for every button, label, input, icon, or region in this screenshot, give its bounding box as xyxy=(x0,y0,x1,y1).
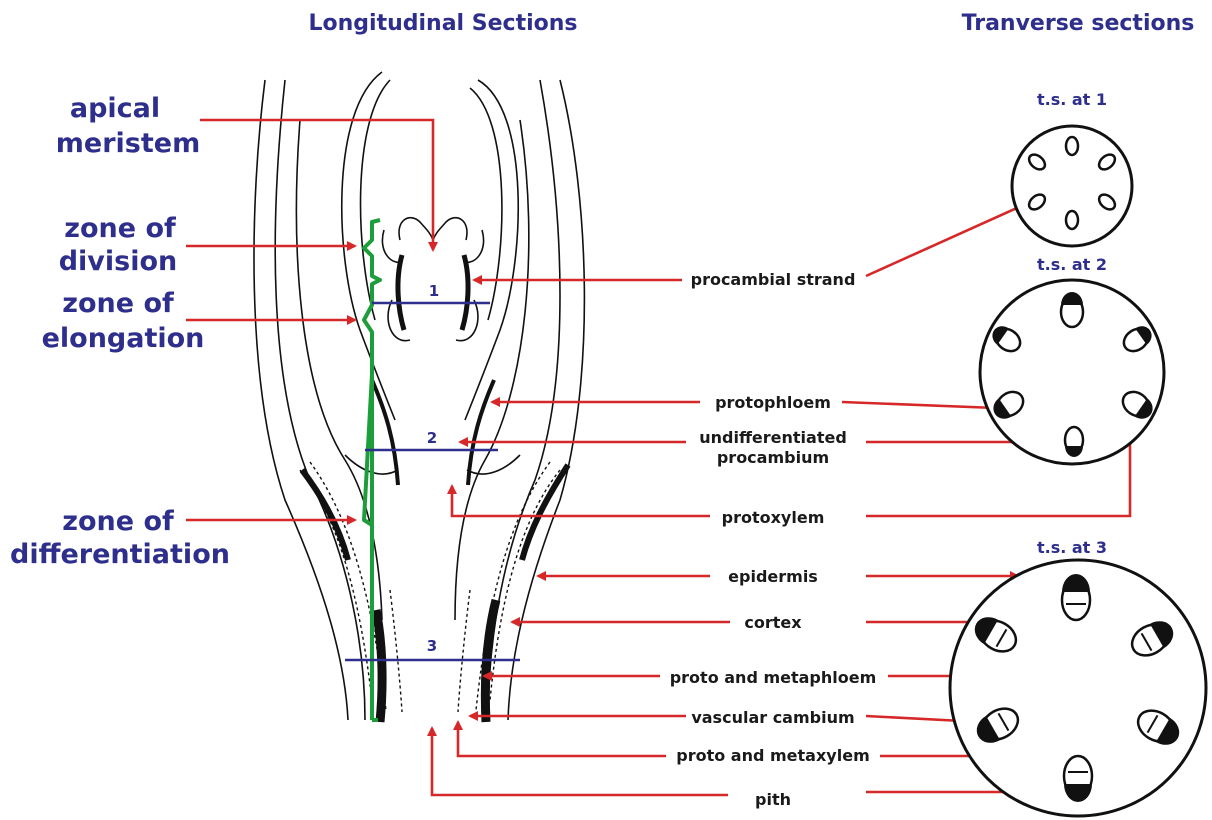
procambial-strand-label: procambial strand xyxy=(691,270,856,289)
proto-metaxylem-label: proto and metaxylem xyxy=(676,746,869,765)
differentiation-label-1: zone of xyxy=(62,506,174,537)
transverse-heading: Tranverse sections xyxy=(962,11,1195,36)
zone-brace xyxy=(362,218,382,722)
ts3-label: t.s. at 3 xyxy=(1037,538,1107,557)
cortex-label: cortex xyxy=(744,613,802,632)
apical-meristem-label-2: meristem xyxy=(56,128,200,159)
protoxylem-label: protoxylem xyxy=(722,508,825,527)
undifferentiated-label: undifferentiated xyxy=(699,428,847,447)
ts1-label: t.s. at 1 xyxy=(1037,90,1107,109)
longitudinal-arrows xyxy=(427,275,730,797)
apical-meristem-arrow xyxy=(200,118,438,252)
pith-label: pith xyxy=(755,790,791,809)
longitudinal-section: 1 2 3 xyxy=(253,71,586,723)
elongation-label-1: zone of xyxy=(62,288,174,319)
proto-metaphloem-label: proto and metaphloem xyxy=(670,668,877,687)
division-label-1: zone of xyxy=(64,213,176,244)
differentiation-label-2: differentiation xyxy=(10,539,230,570)
procambium-label: procambium xyxy=(717,448,829,467)
elongation-label-2: elongation xyxy=(42,323,205,354)
longitudinal-heading: Longitudinal Sections xyxy=(309,11,578,36)
section-number-2: 2 xyxy=(427,429,437,447)
ts3-section xyxy=(948,558,1208,818)
vascular-cambium-label: vascular cambium xyxy=(691,708,854,727)
ts2-section xyxy=(978,278,1166,466)
section-number-3: 3 xyxy=(427,637,437,655)
ts2-label: t.s. at 2 xyxy=(1037,255,1107,274)
epidermis-label: epidermis xyxy=(728,567,818,586)
division-label-2: division xyxy=(59,246,178,277)
apical-meristem-label-1: apical xyxy=(70,93,160,124)
section-number-1: 1 xyxy=(429,282,439,300)
ts1-section xyxy=(1010,124,1134,248)
protophloem-label: protophloem xyxy=(715,393,831,412)
